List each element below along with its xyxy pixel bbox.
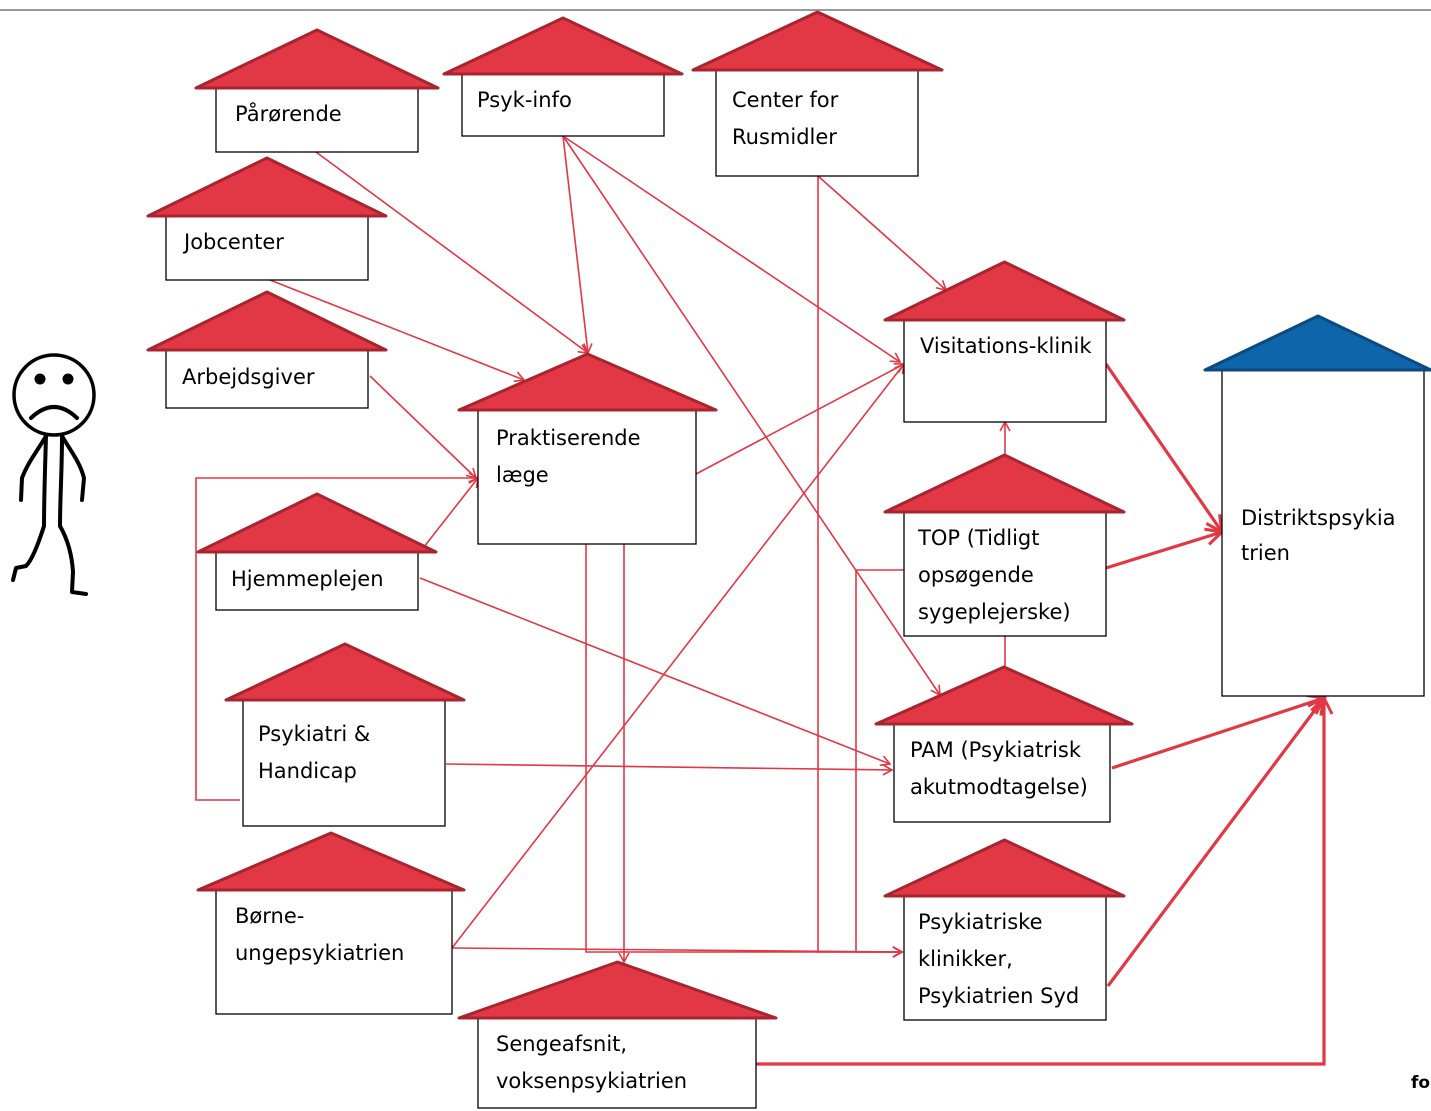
edge-rusmidler-visitation xyxy=(817,175,948,292)
node-hjemmeplejen: Hjemmeplejen xyxy=(196,492,438,611)
node-label: opsøgende xyxy=(918,563,1034,587)
node-arbejdsgiver: Arbejdsgiver xyxy=(146,290,388,409)
house-roof-icon xyxy=(457,352,718,412)
house-roof-icon xyxy=(457,960,778,1020)
edge-hjemmeplejen-laege xyxy=(419,476,480,553)
nodes: Pårørende Psyk-info Center forRusmidlerJob… xyxy=(146,10,1431,1109)
node-top: TOP (Tidligt opsøgende sygeplejerske) xyxy=(883,453,1126,637)
node-label: Psykiatri & xyxy=(258,722,370,746)
node-label: Psykiatriske xyxy=(918,910,1043,934)
edge-rusmidler-klinikker xyxy=(817,176,904,958)
node-box xyxy=(893,723,1111,823)
edge-laege-klinikker xyxy=(585,544,904,958)
node-label: Psykiatrien Syd xyxy=(918,984,1079,1008)
node-label: Børne- xyxy=(235,904,304,928)
node-label: Pårørende xyxy=(235,101,342,126)
edge-laege-visitation xyxy=(695,362,906,475)
node-label: Center for xyxy=(732,88,839,112)
node-label: TOP (Tidligt xyxy=(917,526,1039,550)
node-psyk-info: Psyk-info xyxy=(442,16,684,137)
node-label: Sengeafsnit, xyxy=(496,1032,627,1056)
house-roof-icon xyxy=(196,831,466,892)
node-psykiatri-handicap: Psykiatri & Handicap xyxy=(224,642,466,827)
edge-psykhandicap-pam xyxy=(445,763,894,776)
house-roof-icon xyxy=(442,16,684,76)
node-label: ungepsykiatrien xyxy=(235,941,404,965)
node-label: trien xyxy=(1241,541,1290,565)
node-label: Psyk-info xyxy=(477,88,572,112)
node-label: Distriktspsykia xyxy=(1241,506,1396,530)
house-roof-icon xyxy=(146,156,388,218)
edge-top-distrikt xyxy=(1105,527,1226,570)
node-label: klinikker, xyxy=(918,947,1013,971)
edge-psykinfo-pam xyxy=(562,135,941,697)
node-psykiatriske-klinikker: Psykiatriske klinikker, Psykiatrien Syd xyxy=(883,838,1126,1021)
node-label: voksenpsykiatrien xyxy=(496,1069,687,1093)
edges xyxy=(195,135,1334,1066)
edge-top-klinikker xyxy=(855,569,904,958)
node-visitations-klinik: Visitations-klinik xyxy=(883,260,1126,423)
node-box xyxy=(215,889,453,1015)
node-box xyxy=(715,69,919,177)
house-roof-icon xyxy=(883,260,1126,322)
edge-psykhandicap-laege xyxy=(195,472,480,801)
house-roof-icon xyxy=(691,10,944,72)
node-box xyxy=(242,699,446,827)
node-label: sygeplejerske) xyxy=(918,600,1071,624)
node-label: PAM (Psykiatrisk xyxy=(910,738,1082,762)
node-label: Handicap xyxy=(258,759,357,783)
node-sengeafsnit: Sengeafsnit, voksenpsykiatrien xyxy=(457,960,778,1109)
node-praktiserende-laege: Praktiserende læge xyxy=(457,352,718,545)
edge-jobcenter-laege xyxy=(269,279,526,383)
node-box xyxy=(903,895,1107,1021)
house-roof-icon xyxy=(194,28,440,90)
edge-boerneunge-visitation xyxy=(451,362,906,949)
house-roof-icon xyxy=(196,492,438,554)
edge-arbejdsgiver-laege xyxy=(369,375,478,480)
node-box xyxy=(165,215,369,281)
footer-text: fo xyxy=(1411,1073,1430,1093)
edge-paaroerende-laege xyxy=(315,151,590,354)
house-roof-icon xyxy=(224,642,466,702)
house-roof-icon xyxy=(146,290,388,352)
node-paaroerende: Pårørende xyxy=(194,28,440,153)
node-distriktspsykiatrien: Distriktspsykia trien xyxy=(1203,314,1431,697)
node-box xyxy=(477,409,697,545)
node-label: akutmodtagelse) xyxy=(910,775,1088,799)
node-label: Hjemmeplejen xyxy=(231,567,384,591)
node-label: Jobcenter xyxy=(182,230,284,254)
node-box xyxy=(1221,369,1425,697)
node-label: Arbejdsgiver xyxy=(182,365,315,389)
edge-sengeafsnit-distrikt xyxy=(756,694,1334,1066)
house-roof-icon xyxy=(883,838,1126,898)
node-box xyxy=(903,319,1107,423)
node-jobcenter: Jobcenter xyxy=(146,156,388,281)
node-box xyxy=(477,1017,757,1109)
house-roof-icon xyxy=(883,453,1126,514)
edge-hjemmeplejen-pam xyxy=(419,577,892,767)
node-label: læge xyxy=(496,463,549,487)
house-roof-icon xyxy=(874,665,1134,726)
sad-stick-figure-icon xyxy=(11,353,96,596)
node-box xyxy=(215,87,419,153)
house-roof-icon xyxy=(1203,314,1431,372)
edge-visitation-distrikt xyxy=(1104,363,1224,535)
edge-psykinfo-laege xyxy=(562,135,593,355)
edge-psykinfo-visitation xyxy=(562,135,902,363)
node-boerne-unge: Børne-ungepsykiatrien xyxy=(196,831,466,1015)
node-box xyxy=(165,349,369,409)
node-label: Rusmidler xyxy=(732,125,837,149)
node-box xyxy=(461,73,665,137)
edge-pam-distrikt xyxy=(1111,693,1328,770)
node-label: Visitations-klinik xyxy=(920,334,1092,358)
node-label: Praktiserende xyxy=(496,426,641,450)
edge-klinikker-distrikt xyxy=(1106,695,1327,987)
node-pam: PAM (Psykiatrisk akutmodtagelse) xyxy=(874,665,1134,823)
node-box xyxy=(215,551,419,611)
